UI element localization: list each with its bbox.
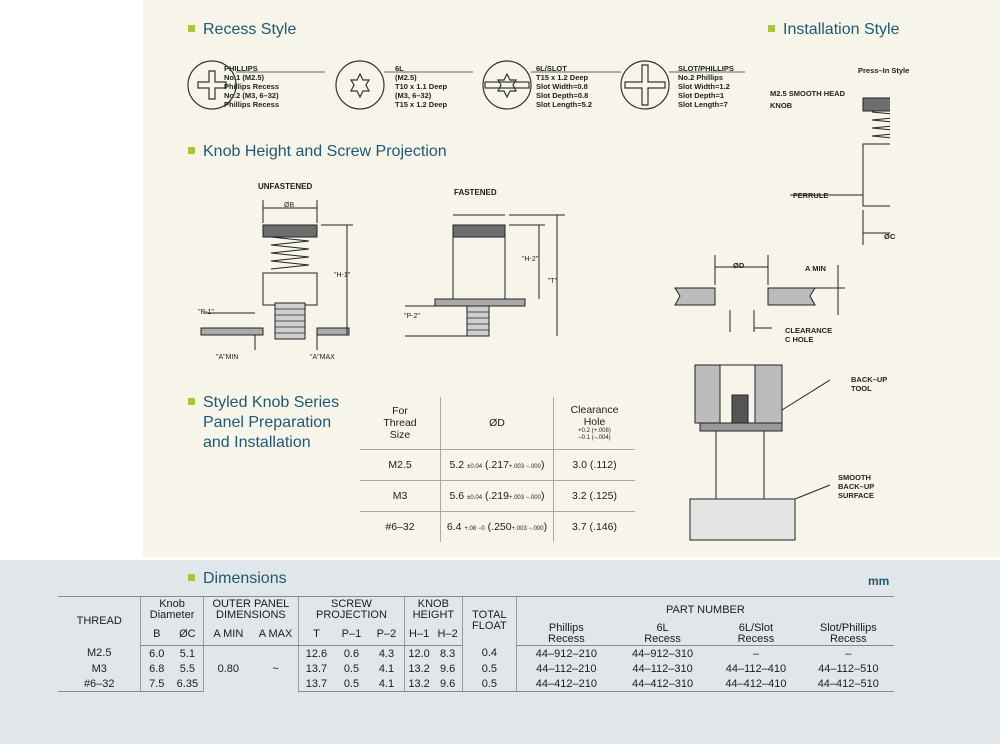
knob-height-title: Knob Height and Screw Projection (188, 143, 447, 161)
db-label: ØB (284, 202, 295, 209)
header-p2: P–2 (369, 623, 405, 646)
header-b: B (140, 623, 173, 646)
prep-header-od: ØD (440, 397, 554, 450)
header-amin: A MIN (202, 623, 253, 646)
bullet-icon (188, 574, 195, 581)
header-t: T (298, 623, 334, 646)
unfastened-label: UNFASTENED (258, 182, 313, 191)
prep-row: M2.5 5.2 ±0.04 (.217+.003 −.000) 3.0 (.1… (360, 449, 635, 481)
slot-phillips-recess-icon (620, 60, 670, 110)
amax-label: "A"MAX (310, 354, 335, 361)
installation-style-title: Installation Style (768, 21, 900, 39)
t-label: "T" (548, 278, 558, 285)
bullet-icon (768, 25, 775, 32)
phillips-recess-icon (187, 60, 237, 110)
header-h2: H–2 (433, 623, 463, 646)
knob-label: KNOB (770, 101, 793, 110)
dc-label: ØC (884, 232, 896, 241)
press-in-style: Press–In Style (858, 66, 910, 75)
p1-label: "P-1" (198, 309, 214, 316)
6l-recess-icon (335, 60, 385, 110)
recess-style-title: Recess Style (188, 21, 296, 39)
p2-label: "P-2" (404, 313, 420, 320)
styled-knob-title: Styled Knob Series Panel Preparation and… (188, 393, 339, 453)
bullet-icon (188, 147, 195, 154)
recess-icons (187, 60, 745, 110)
dimensions-title: Dimensions (188, 570, 287, 588)
prep-row: M3 5.6 ±0.04 (.219+.003 −.000) 3.2 (.125… (360, 480, 635, 512)
6l-slot-recess-icon (482, 60, 532, 110)
prep-row: #6–32 6.4 +.08 −0 (.250+.003 −.000) 3.7 … (360, 511, 635, 542)
h2-label: "H-2" (522, 256, 539, 263)
bullet-icon (188, 25, 195, 32)
header-h1: H–1 (403, 623, 434, 646)
header-thread: THREAD (58, 596, 141, 646)
knob-height-diagram (200, 200, 565, 350)
header-amax: A MAX (252, 623, 299, 646)
h1-label: "H-1" (334, 272, 351, 279)
header-p1: P–1 (333, 623, 370, 646)
amin-label: "A"MIN (216, 354, 239, 361)
fastened-label: FASTENED (454, 188, 497, 197)
smooth-head-label: M2.5 SMOOTH HEAD (770, 89, 846, 98)
header-c: ØC (172, 623, 204, 646)
recess-6l: 6L(M2.5)T10 x 1.1 Deep(M3, 6–32)T15 x 1.… (395, 64, 448, 109)
dd-label: ØD (733, 261, 745, 270)
bullet-icon (188, 398, 195, 405)
amin-install-label: A MIN (805, 264, 826, 273)
header-part-number: PART NUMBER (515, 596, 894, 623)
units-label: mm (868, 574, 890, 588)
installation-diagram (674, 97, 890, 541)
